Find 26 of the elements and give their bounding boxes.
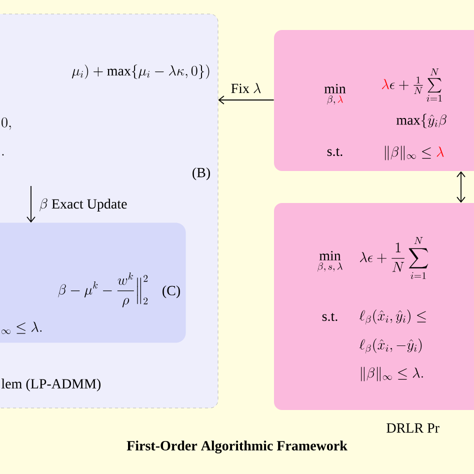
formula: $\min\limits_{\beta,\,s,\,\lambda}$: [318, 251, 342, 272]
arrow: [218, 96, 274, 104]
formula: $\textcolor{red}{\lambda}\epsilon + \frac{1}{N}\sum\limits_{i=1}^{N}$: [382, 68, 442, 102]
formula: $\lambda\epsilon + \frac{1}{N}\sum_{i=1}^{N}$: [360, 237, 428, 279]
label-text: (C): [162, 285, 180, 298]
formula: $0,$: [2, 117, 11, 130]
label-text: s.t.: [322, 312, 338, 322]
formula: $\ell_\beta(\hat{x}_i, -\hat{y}_i)$: [359, 338, 422, 354]
arrow: [26, 186, 36, 223]
formula: $\min\limits_{\beta,\,\textcolor{red}{\lambda}}$: [324, 84, 346, 105]
edge-label: $\beta\ \mathrm{Exact\ Update}$: [40, 198, 127, 212]
formula: $\|\beta\|_\infty \le \lambda.$: [361, 366, 423, 382]
title: First-Order Algorithmic Framework: [126, 440, 348, 454]
formula: $\mu_i) + \max\{\mu_i - \lambda\kappa, 0\})$: [72, 64, 210, 79]
edge-label: $\mathrm{Fix}\ \lambda$: [231, 83, 261, 94]
formula: $.$: [2, 154, 4, 156]
formula: ${}_\infty \le \lambda.$: [2, 322, 42, 334]
formula: $\beta - \mu^k - \frac{w^k}{\rho}\Big\|_2^2$: [58, 272, 148, 308]
label-text: (B): [192, 167, 210, 180]
node-label: DRLR Pr: [386, 423, 440, 433]
formula: $\max\{\hat{y}_i\beta$: [396, 114, 446, 128]
formula: $\ell_\beta(\hat{x}_i, \hat{y}_i) \le$: [359, 310, 426, 324]
formula: $\|\beta\|_\infty \le \textcolor{red}{\lambda}$: [385, 146, 444, 160]
arrow: [456, 171, 466, 203]
label-text: lem (LP-ADMM): [1, 378, 101, 392]
label-text: s.t.: [327, 148, 342, 156]
